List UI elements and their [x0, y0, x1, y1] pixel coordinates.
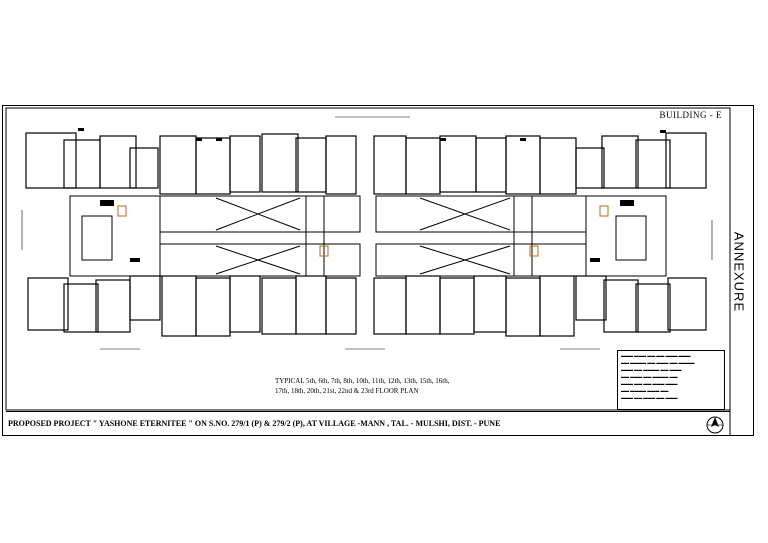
building-label: BUILDING - E	[659, 110, 722, 120]
annexure-label: ANNEXURE	[731, 231, 747, 313]
plan-caption: TYPICAL 5th, 6th, 7th, 8th, 10th, 11th, …	[275, 376, 449, 396]
fixture-marks	[78, 128, 666, 262]
central-corridor	[69, 195, 667, 277]
project-title: PROPOSED PROJECT " YASHONE ETERNITEE " O…	[8, 419, 501, 428]
door-marks	[117, 205, 609, 257]
notes-box: ▬▬▬ ▬▬▬ ▬▬ ▬▬ ▬▬▬ ▬▬▬ ▬▬ ▬▬▬▬ ▬▬ ▬▬▬ ▬▬ …	[617, 350, 725, 410]
wing-bottom-right	[373, 275, 707, 337]
plan-caption-line2: 17th, 18th, 20th, 21st, 22nd & 23rd FLOO…	[275, 387, 419, 395]
wing-top-left	[25, 132, 357, 195]
title-bar	[6, 411, 730, 434]
drawing-sheet	[2, 105, 754, 436]
north-arrow-icon	[706, 416, 724, 434]
dimension-lines	[21, 116, 713, 350]
wing-bottom-left	[27, 275, 357, 337]
plan-caption-line1: TYPICAL 5th, 6th, 7th, 8th, 10th, 11th, …	[275, 377, 450, 385]
wing-top-right	[373, 132, 707, 195]
